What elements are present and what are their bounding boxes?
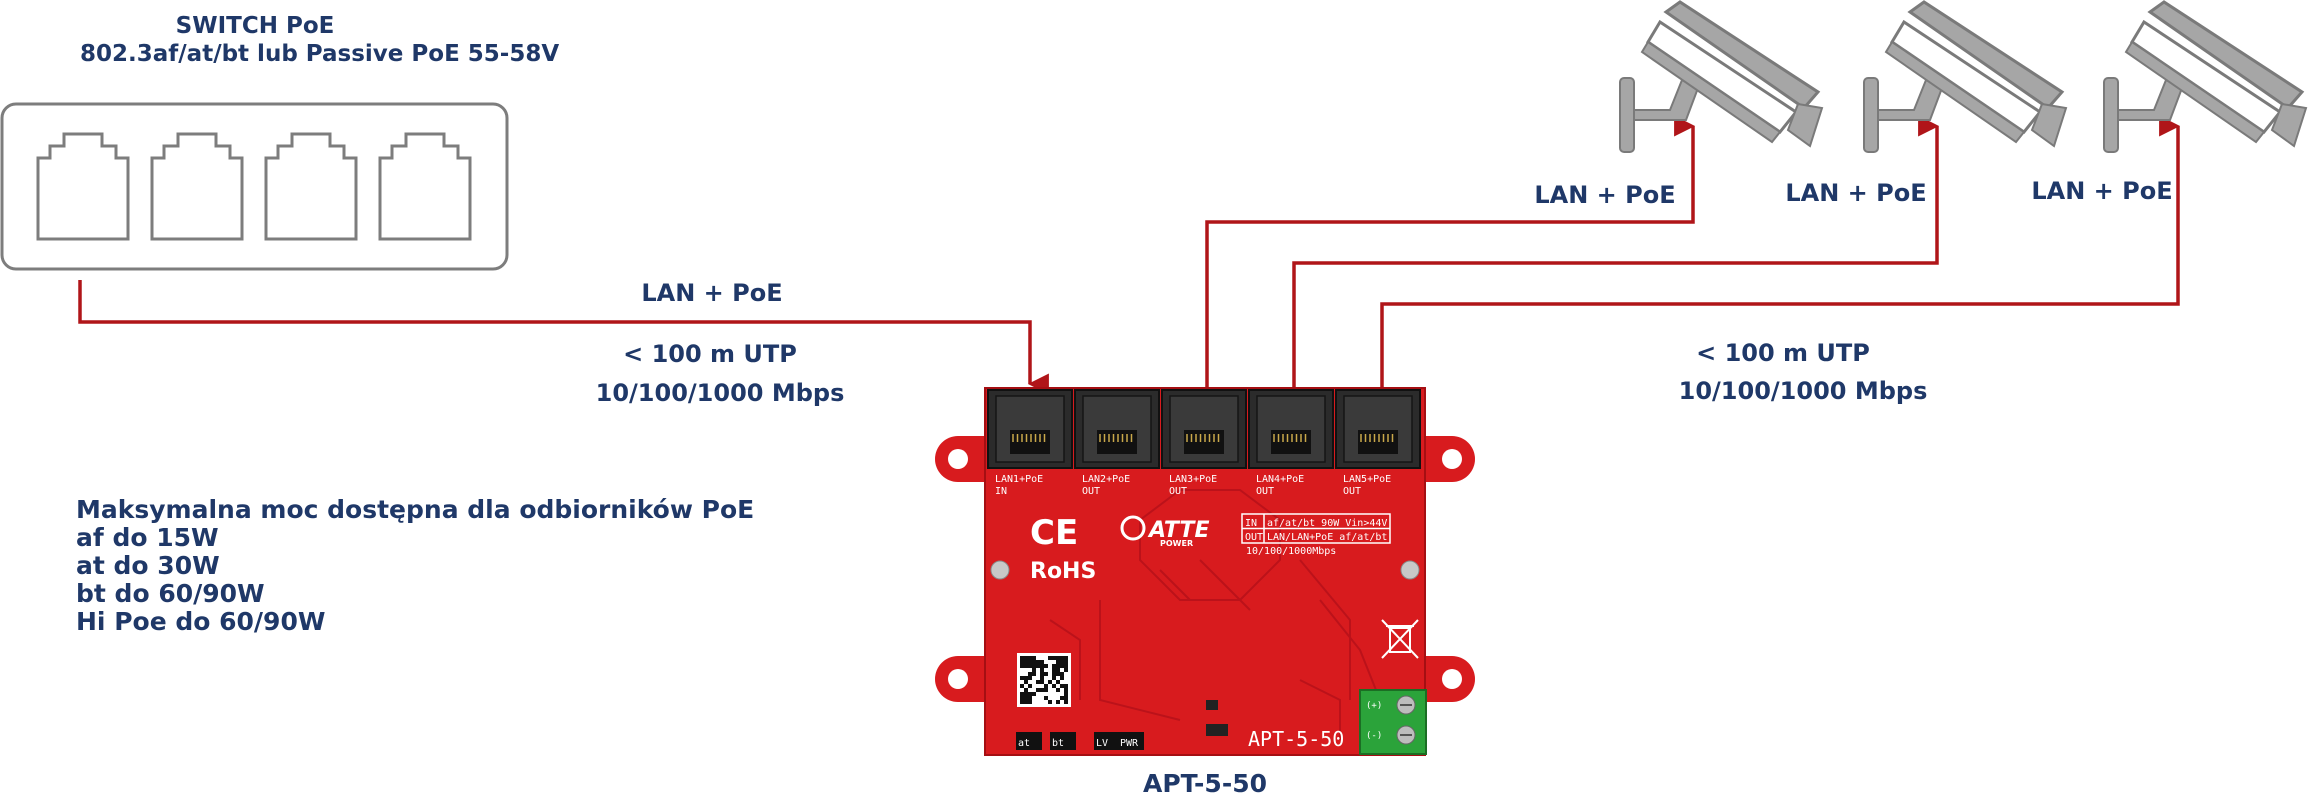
switch-port-icon [150,132,244,241]
weee-icon [1381,619,1419,659]
device-apt-5-50: LAN1+PoEINLAN2+PoEOUTLAN3+PoEOUTLAN4+PoE… [935,387,1475,756]
cctv-camera-icon [2103,0,2308,153]
rohs-mark: RoHS [1030,559,1096,584]
ce-mark: CE [1030,513,1078,553]
cables [78,115,2181,395]
spec-in-label: IN [1245,518,1257,529]
brand-name: ATTE [1147,518,1209,543]
cctv-camera-icon [1863,0,2068,153]
camera-3-label: LAN + PoE [2031,177,2172,205]
camera-2-cable [1292,115,1940,392]
port-direction: IN [995,486,1007,497]
atte-logo: ATTE POWER [1120,515,1209,548]
terminal-minus: (-) [1366,731,1382,741]
port-label: LAN1+PoE [995,474,1043,485]
poe-power-info: Maksymalna moc dostępna dla odbiorników … [76,496,754,636]
led-label: at [1018,738,1030,749]
port-label: LAN3+PoE [1169,474,1217,485]
terminal-plus: (+) [1366,701,1382,711]
uplink-cable [78,280,1049,395]
led-label: PWR [1120,738,1139,749]
led-label: bt [1052,738,1064,749]
power-terminal-block: (+) (-) [1359,689,1427,755]
info-line: bt do 60/90W [76,579,265,608]
port-direction: OUT [1256,486,1274,497]
cameras [1619,0,2308,153]
info-line: at do 30W [76,551,220,580]
spec-in-value: af/at/bt 90W Vin>44V [1267,518,1387,529]
spec-out-value: LAN/LAN+PoE af/at/bt [1267,532,1387,543]
silkscreen-model: APT-5-50 [1248,727,1344,751]
info-line: Hi Poe do 60/90W [76,607,326,636]
spec-table: IN af/at/bt 90W Vin>44V OUT LAN/LAN+PoE … [1241,513,1391,557]
switch-port-icon [36,132,130,241]
uplink-distance: < 100 m UTP [623,340,797,368]
switch-ports [36,132,472,241]
switch-port-icon [378,132,472,241]
pcb-traces [1049,489,1381,740]
cctv-camera-icon [1619,0,1824,153]
port-direction: OUT [1343,486,1361,497]
port-direction: OUT [1169,486,1187,497]
camera-1-cable [1205,115,1696,392]
camera-1-label: LAN + PoE [1534,181,1675,209]
spec-speed: 10/100/1000Mbps [1246,546,1336,557]
downlink-speed: 10/100/1000 Mbps [1679,377,1928,405]
brand-sub: POWER [1160,539,1193,548]
uplink-speed: 10/100/1000 Mbps [596,379,845,407]
qr-code [1017,653,1071,707]
camera-2-label: LAN + PoE [1785,179,1926,207]
downlink-distance: < 100 m UTP [1696,339,1870,367]
camera-3-cable [1380,115,2181,392]
port-label: LAN2+PoE [1082,474,1130,485]
info-line: af do 15W [76,523,219,552]
uplink-label: LAN + PoE [641,279,782,307]
spec-out-label: OUT [1245,532,1263,543]
device-port-labels: LAN1+PoEINLAN2+PoEOUTLAN3+PoEOUTLAN4+PoE… [995,474,1391,497]
port-direction: OUT [1082,486,1100,497]
switch-port-icon [264,132,358,241]
port-label: LAN5+PoE [1343,474,1391,485]
led-label: LV [1096,738,1108,749]
led-labels: at bt LV PWR [1016,732,1144,750]
switch-title: SWITCH PoE [175,13,335,39]
poe-switch [0,102,509,271]
device-ports [987,389,1421,469]
device-name: APT-5-50 [1143,769,1267,798]
info-heading: Maksymalna moc dostępna dla odbiorników … [76,495,755,524]
port-label: LAN4+PoE [1256,474,1304,485]
